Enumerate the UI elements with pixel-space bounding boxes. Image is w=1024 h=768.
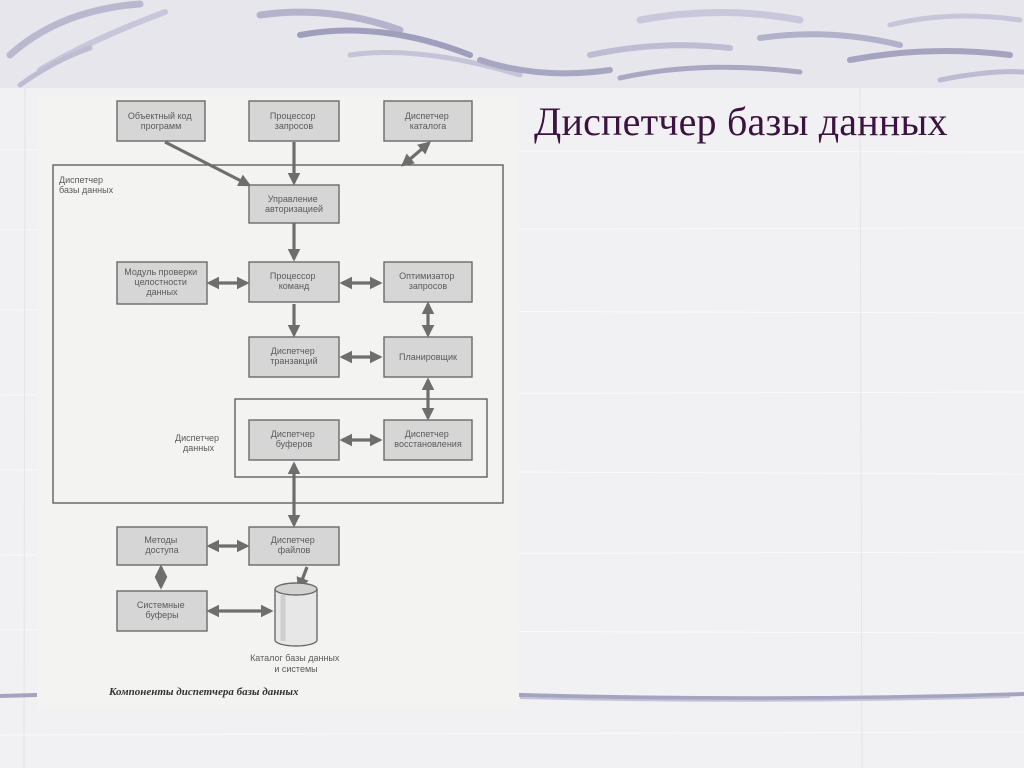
svg-text:Диспетчер каталога: Диспетчер каталога — [405, 111, 452, 131]
svg-text:Модуль проверки цело: Модуль проверки целостности данных — [124, 267, 199, 297]
node-integrity-module: Модуль проверки целостности данных — [116, 261, 208, 305]
node-transaction-manager: Диспетчер транзакций — [248, 336, 340, 378]
data-manager-frame — [234, 398, 488, 478]
database-catalog-label: Каталог базы данных и системы — [250, 653, 342, 674]
data-manager-label: Диспетчер данных — [175, 433, 222, 453]
svg-text:Методы доступа: Методы доступа — [144, 535, 179, 555]
svg-text:Диспетчер буферов: Диспетчер буферов — [271, 429, 318, 449]
svg-text:Процессор запросов: Процессор запросов — [270, 111, 318, 131]
node-scheduler: Планировщик — [383, 336, 473, 378]
node-authorization-control: Управление авторизацией — [248, 184, 340, 224]
svg-text:Диспетчер транзакций: Диспетчер транзакций — [270, 346, 317, 366]
diagram-arrows — [154, 140, 435, 618]
node-access-methods: Методы доступа — [116, 526, 208, 566]
dbms-manager-label: Диспетчер базы данных — [59, 175, 114, 195]
decorative-strokes-top — [0, 0, 1024, 88]
database-cylinder-icon — [274, 582, 318, 647]
svg-text:Системные буферы: Системные буферы — [137, 600, 187, 620]
node-recovery-manager: Диспетчер восстановления — [383, 419, 473, 461]
node-query-optimizer: Оптимизатор запросов — [383, 261, 473, 303]
node-buffer-manager: Диспетчер буферов — [248, 419, 340, 461]
svg-text:Планировщик: Планировщик — [399, 352, 457, 362]
svg-text:Диспетчер восстановл: Диспетчер восстановления — [394, 429, 462, 449]
svg-text:Объектный код програ: Объектный код программ — [128, 111, 194, 131]
arrow-object-code-to-authorization — [164, 140, 252, 187]
node-system-buffers: Системные буферы — [116, 590, 208, 632]
dbms-manager-frame — [52, 164, 504, 504]
node-command-processor: Процессор команд — [248, 261, 340, 303]
svg-text:Управление авторизац: Управление авторизацией — [265, 194, 323, 214]
svg-text:Оптимизатор запросов: Оптимизатор запросов — [399, 271, 457, 291]
arrow-catalog-authorization — [401, 141, 431, 167]
slide-title: Диспетчер базы данных — [534, 99, 948, 144]
node-catalog-manager: Диспетчер каталога — [383, 100, 473, 142]
svg-text:Процессор команд: Процессор команд — [270, 271, 318, 291]
node-file-manager: Диспетчер файлов — [248, 526, 340, 566]
node-object-code: Объектный код программ — [116, 100, 206, 142]
node-query-processor: Процессор запросов — [248, 100, 340, 142]
figure-panel: Диспетчер базы данных Диспетчер данных — [37, 95, 519, 707]
dbms-component-diagram: Диспетчер базы данных Диспетчер данных — [52, 100, 504, 698]
figure-caption: Компоненты диспетчера базы данных — [108, 686, 299, 698]
svg-text:Диспетчер файлов: Диспетчер файлов — [271, 535, 318, 555]
